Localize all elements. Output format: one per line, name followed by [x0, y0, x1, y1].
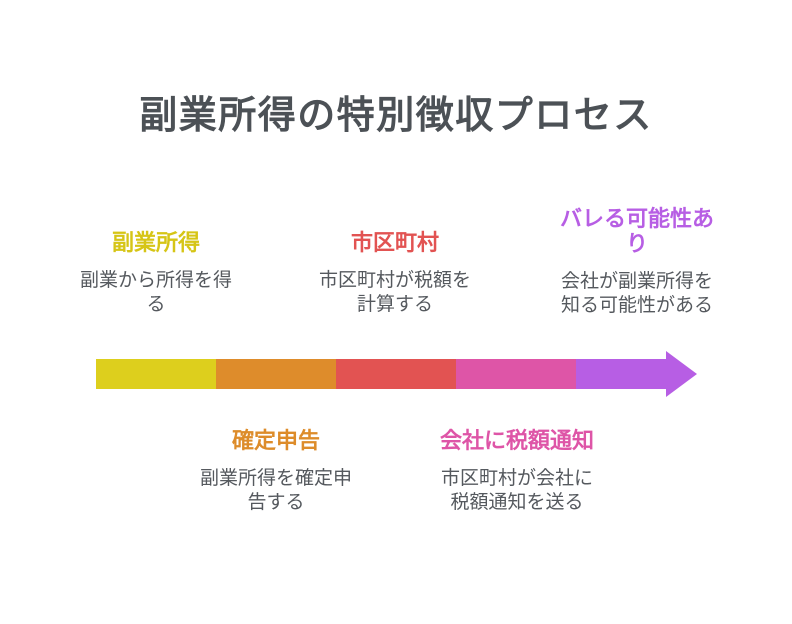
- step-desc-line: 市区町村が税額を: [318, 270, 471, 291]
- step-tax-notice: 会社に税額通知 市区町村が会社に 税額通知を送る: [422, 428, 612, 515]
- step-side-income: 副業所得 副業から所得を得 る: [61, 230, 251, 317]
- step-label-line: 市区町村: [350, 230, 439, 255]
- step-municipality-label: 市区町村: [300, 230, 490, 255]
- step-desc-line: る: [146, 294, 166, 315]
- step-tax-return-label: 確定申告: [181, 428, 371, 453]
- step-desc-line: 告する: [247, 492, 305, 513]
- arrow-segment-3: [336, 359, 456, 389]
- step-label-line: り: [625, 231, 648, 256]
- step-desc-line: 税額通知を送る: [450, 492, 584, 513]
- arrow-segment-5: [576, 359, 668, 389]
- step-tax-notice-description: 市区町村が会社に 税額通知を送る: [422, 467, 612, 515]
- step-exposure-risk: バレる可能性あ り 会社が副業所得を 知る可能性がある: [542, 206, 732, 318]
- step-desc-line: 副業所得を確定申: [199, 468, 352, 489]
- step-municipality-description: 市区町村が税額を 計算する: [300, 269, 490, 317]
- arrow-segment-4: [456, 359, 576, 389]
- step-exposure-risk-label: バレる可能性あ り: [542, 206, 732, 256]
- step-tax-notice-label: 会社に税額通知: [422, 428, 612, 453]
- step-desc-line: 会社が副業所得を: [560, 271, 713, 292]
- step-exposure-risk-description: 会社が副業所得を 知る可能性がある: [542, 270, 732, 318]
- step-label-line: 確定申告: [231, 428, 320, 453]
- step-label-line: 副業所得: [111, 230, 200, 255]
- arrow-segment-2: [216, 359, 336, 389]
- step-tax-return-description: 副業所得を確定申 告する: [181, 467, 371, 515]
- step-side-income-label: 副業所得: [61, 230, 251, 255]
- arrow-segment-1: [96, 359, 216, 389]
- step-desc-line: 計算する: [356, 294, 433, 315]
- arrow-head-icon: [666, 351, 697, 397]
- step-desc-line: 知る可能性がある: [560, 295, 713, 316]
- diagram-title: 副業所得の特別徴収プロセス: [139, 95, 653, 137]
- step-tax-return: 確定申告 副業所得を確定申 告する: [181, 428, 371, 515]
- step-side-income-description: 副業から所得を得 る: [61, 269, 251, 317]
- process-arrow: [96, 359, 668, 389]
- step-desc-line: 市区町村が会社に: [440, 468, 593, 489]
- step-desc-line: 副業から所得を得: [79, 270, 232, 291]
- step-label-line: 会社に税額通知: [439, 428, 594, 453]
- step-municipality: 市区町村 市区町村が税額を 計算する: [300, 230, 490, 317]
- step-label-line: バレる可能性あ: [559, 206, 714, 231]
